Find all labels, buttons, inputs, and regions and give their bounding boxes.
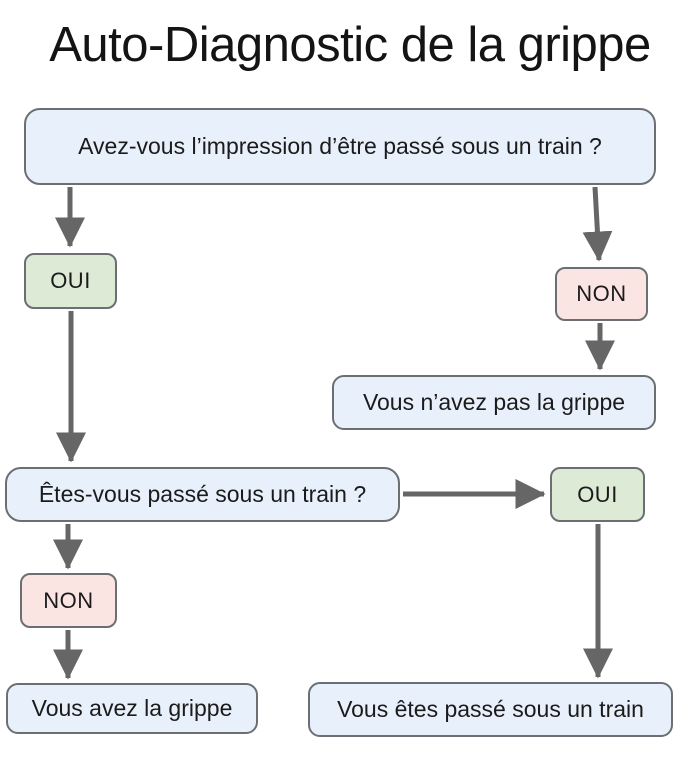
- node-question-2-label: Êtes-vous passé sous un train ?: [38, 481, 367, 507]
- node-oui-2: OUI: [550, 467, 645, 522]
- node-question-2: Êtes-vous passé sous un train ?: [5, 467, 400, 522]
- node-oui-1: OUI: [24, 253, 117, 309]
- node-result-flu: Vous avez la grippe: [6, 683, 258, 734]
- node-oui-2-label: OUI: [577, 481, 618, 507]
- arrow-question1-to-non: [582, 186, 613, 262]
- node-oui-1-label: OUI: [50, 268, 91, 293]
- node-non-1-label: NON: [576, 281, 627, 306]
- node-result-train: Vous êtes passé sous un train: [308, 682, 673, 737]
- node-result-no-flu: Vous n’avez pas la grippe: [332, 375, 656, 430]
- node-result-train-label: Vous êtes passé sous un train: [337, 696, 644, 722]
- node-question-1-label: Avez-vous l’impression d’être passé sous…: [78, 133, 602, 159]
- node-question-1: Avez-vous l’impression d’être passé sous…: [24, 108, 656, 185]
- node-non-1: NON: [555, 267, 648, 321]
- node-non-2-label: NON: [43, 587, 94, 613]
- page-title: Auto-Diagnostic de la grippe: [49, 18, 651, 72]
- node-result-flu-label: Vous avez la grippe: [31, 695, 233, 721]
- node-non-2: NON: [20, 573, 117, 628]
- node-result-no-flu-label: Vous n’avez pas la grippe: [362, 389, 626, 415]
